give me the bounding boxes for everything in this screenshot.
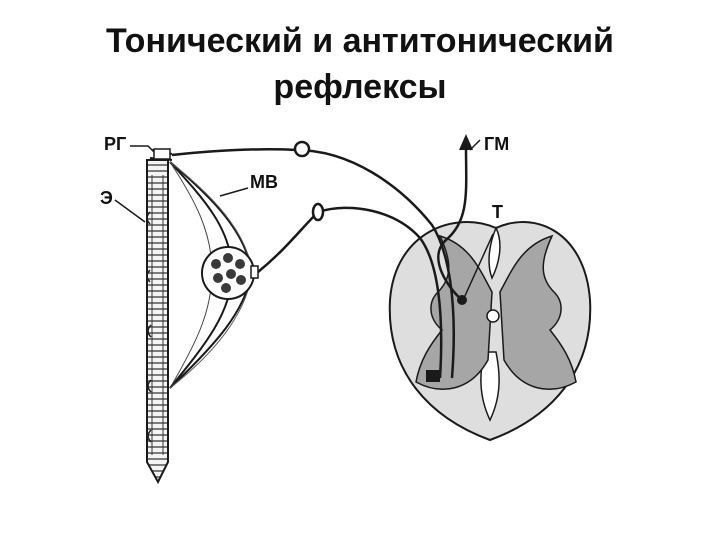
- tendon-afferent-ganglion: [293, 140, 311, 158]
- tendon-afferent-fiber: [171, 147, 455, 379]
- spinal-cord-section: [388, 220, 592, 442]
- muscle-spindle: [169, 161, 259, 389]
- motor-neuron: [426, 370, 440, 382]
- tendon-receptor: [149, 148, 173, 161]
- label-gm: ГМ: [484, 134, 509, 154]
- label-leaders: [114, 139, 481, 223]
- spindle-afferent-ganglion: [311, 202, 325, 222]
- extrafusal-muscle-fiber: [146, 159, 169, 485]
- arrow-up-icon: [459, 134, 473, 150]
- label-t: Т: [492, 202, 503, 222]
- ascending-fiber-gm: [437, 147, 468, 301]
- title-line-1: Тонический и антитонический: [106, 22, 614, 60]
- title-line-2: рефлексы: [273, 68, 447, 106]
- label-e: Э: [100, 188, 113, 208]
- label-rg: РГ: [104, 134, 126, 154]
- slide-title: Тонический и антитонический рефлексы: [0, 18, 720, 110]
- interneuron-t: [457, 233, 494, 305]
- label-mv: МВ: [250, 172, 278, 192]
- spindle-nuclei: [211, 253, 246, 293]
- nerve-fibers: [171, 140, 468, 379]
- spindle-afferent-fiber: [257, 206, 443, 379]
